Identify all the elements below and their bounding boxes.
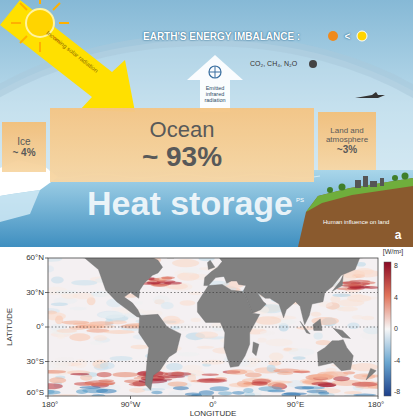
airplane bbox=[355, 92, 385, 98]
colorbar-tick: 0 bbox=[394, 325, 398, 333]
solar-arrow bbox=[0, 0, 135, 112]
comparison-sign: < bbox=[345, 31, 351, 42]
panel-letter: a bbox=[395, 229, 402, 242]
tick-label: 90°W bbox=[121, 401, 141, 410]
panel-mark: PS bbox=[296, 197, 304, 204]
sun-icon bbox=[328, 31, 338, 41]
tick-label: 30°N bbox=[26, 288, 44, 297]
tick-label: 60°S bbox=[27, 389, 44, 398]
ticks bbox=[45, 258, 378, 399]
storage-box: Ocean~ 93% bbox=[50, 108, 314, 182]
continents bbox=[59, 258, 378, 390]
heading: EARTH'S ENERGY IMBALANCE : bbox=[143, 31, 300, 42]
storage-box: Ice~ 4% bbox=[2, 122, 46, 172]
box-heading: Ocean bbox=[150, 118, 215, 142]
colorbar-tick: 8 bbox=[394, 262, 398, 270]
infrared-arrow bbox=[187, 55, 243, 112]
unit-label: [W/m²] bbox=[383, 248, 404, 256]
colorbar bbox=[384, 262, 391, 396]
sun-icon bbox=[357, 31, 367, 41]
axis-title: LONGITUDE bbox=[190, 410, 237, 419]
gas-label: CO₂, CH₄, N₂O bbox=[250, 60, 297, 68]
watermark: Heat storage bbox=[87, 185, 293, 222]
tick-label: 60°N bbox=[26, 254, 44, 263]
tick-label: 0° bbox=[209, 401, 217, 410]
tick-label: 0° bbox=[36, 323, 44, 332]
tick-label: 180° bbox=[368, 401, 385, 410]
land-note: Human influence on land bbox=[323, 219, 389, 226]
colorbar-tick: -4 bbox=[394, 357, 400, 365]
arrow-label: Emitted infrared radiation bbox=[196, 85, 234, 103]
colorbar-tick: -8 bbox=[394, 388, 400, 396]
colorbar-tick: 4 bbox=[394, 294, 398, 302]
cliff bbox=[298, 178, 413, 247]
box-heading: Ice bbox=[17, 136, 30, 147]
tick-label: 90°E bbox=[287, 401, 304, 410]
percentage: ~ 93% bbox=[142, 142, 222, 173]
tick-label: 30°S bbox=[27, 357, 44, 366]
tick-label: 180° bbox=[42, 401, 59, 410]
percentage: ~3% bbox=[337, 144, 357, 155]
gas-icon bbox=[309, 60, 317, 68]
climate-scene bbox=[0, 0, 413, 247]
axis-title: LATITUDE bbox=[6, 308, 15, 346]
percentage: ~ 4% bbox=[12, 147, 35, 158]
storage-box: Land and atmosphere~3% bbox=[318, 112, 376, 170]
box-heading: Land and atmosphere bbox=[321, 127, 373, 145]
gridlines bbox=[48, 293, 378, 362]
